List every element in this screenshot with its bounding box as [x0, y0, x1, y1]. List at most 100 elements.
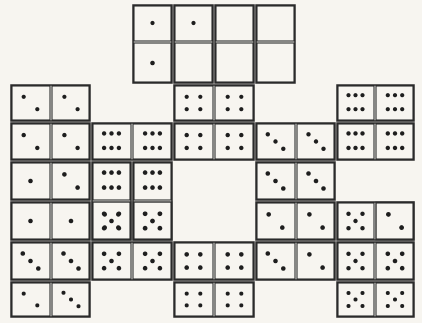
pip — [386, 146, 390, 150]
pip-group — [102, 131, 121, 150]
pip — [360, 252, 364, 256]
pip — [347, 304, 351, 308]
pip — [21, 251, 26, 256]
pip — [143, 146, 147, 150]
domino-half — [12, 283, 50, 316]
pip — [116, 225, 121, 230]
pip — [109, 185, 114, 190]
pip — [158, 185, 163, 190]
pip — [184, 265, 189, 270]
domino — [174, 282, 254, 317]
pip — [143, 212, 148, 217]
pip — [28, 259, 33, 264]
domino-half — [215, 124, 253, 159]
pip-group — [62, 291, 81, 309]
pip-group — [306, 171, 326, 191]
pip — [360, 93, 364, 97]
pip-group — [69, 219, 74, 224]
pip — [306, 171, 311, 176]
pip — [360, 131, 364, 135]
domino-half — [297, 203, 334, 239]
pip — [360, 212, 364, 216]
pip — [117, 266, 122, 271]
pip-group — [346, 212, 364, 231]
pip-group — [191, 21, 195, 25]
pip-group — [346, 93, 364, 111]
pip — [102, 131, 106, 135]
pip-group — [62, 95, 79, 112]
pip-group — [150, 21, 154, 25]
pip — [102, 266, 107, 271]
pip — [158, 226, 163, 231]
domino-half — [52, 86, 89, 120]
pip — [280, 225, 285, 230]
domino-half — [52, 163, 89, 199]
pip — [321, 147, 325, 151]
pip — [198, 265, 203, 270]
domino-half — [338, 124, 374, 159]
pip-group — [22, 95, 40, 112]
pip — [320, 265, 325, 270]
pip — [35, 146, 39, 150]
pip — [109, 219, 114, 224]
pip — [69, 259, 74, 264]
pip — [239, 133, 243, 137]
pip — [198, 95, 202, 99]
pip — [360, 266, 364, 270]
pip — [185, 146, 189, 150]
pip — [198, 303, 202, 307]
domino-half — [376, 203, 413, 239]
pip-group — [307, 252, 325, 270]
pip — [102, 252, 107, 257]
domino-half — [257, 6, 294, 41]
pip — [346, 146, 350, 150]
pip-group — [226, 292, 244, 308]
domino — [133, 5, 172, 83]
pip — [393, 131, 397, 135]
pip — [77, 304, 81, 308]
pip-group — [386, 252, 405, 271]
pip — [22, 292, 26, 296]
pip — [117, 146, 121, 150]
pip — [28, 179, 33, 184]
pip — [320, 225, 325, 230]
pip — [346, 252, 350, 256]
pip — [191, 21, 195, 25]
pip — [386, 252, 391, 257]
domino-half — [175, 124, 213, 159]
pip-group — [266, 251, 286, 271]
pip — [226, 133, 230, 137]
domino-half — [93, 163, 130, 200]
pip — [239, 107, 243, 111]
pip-group — [346, 131, 364, 150]
domino-half — [215, 86, 253, 120]
pip — [185, 95, 189, 99]
pip — [239, 265, 244, 270]
pip — [386, 131, 390, 135]
domino-half — [215, 243, 253, 279]
pip — [400, 304, 404, 308]
pip-group — [150, 61, 155, 66]
domino-half — [257, 43, 294, 82]
pip-group — [61, 251, 81, 271]
pip — [35, 107, 39, 111]
pip-group — [226, 133, 244, 150]
pip — [225, 265, 230, 270]
pip — [116, 212, 121, 217]
domino-half — [257, 203, 295, 239]
pip — [307, 212, 312, 217]
pip-group — [22, 292, 40, 308]
pip-group — [184, 252, 202, 270]
pip — [158, 252, 163, 257]
pip — [347, 291, 351, 295]
pip — [306, 132, 310, 136]
pip — [75, 146, 79, 150]
pip-group — [386, 93, 405, 111]
pip-group — [143, 212, 162, 231]
pip — [198, 252, 203, 257]
pip-group — [143, 252, 162, 271]
pip — [281, 266, 286, 271]
domino — [256, 5, 295, 83]
pip — [314, 139, 318, 143]
pip — [239, 303, 243, 307]
